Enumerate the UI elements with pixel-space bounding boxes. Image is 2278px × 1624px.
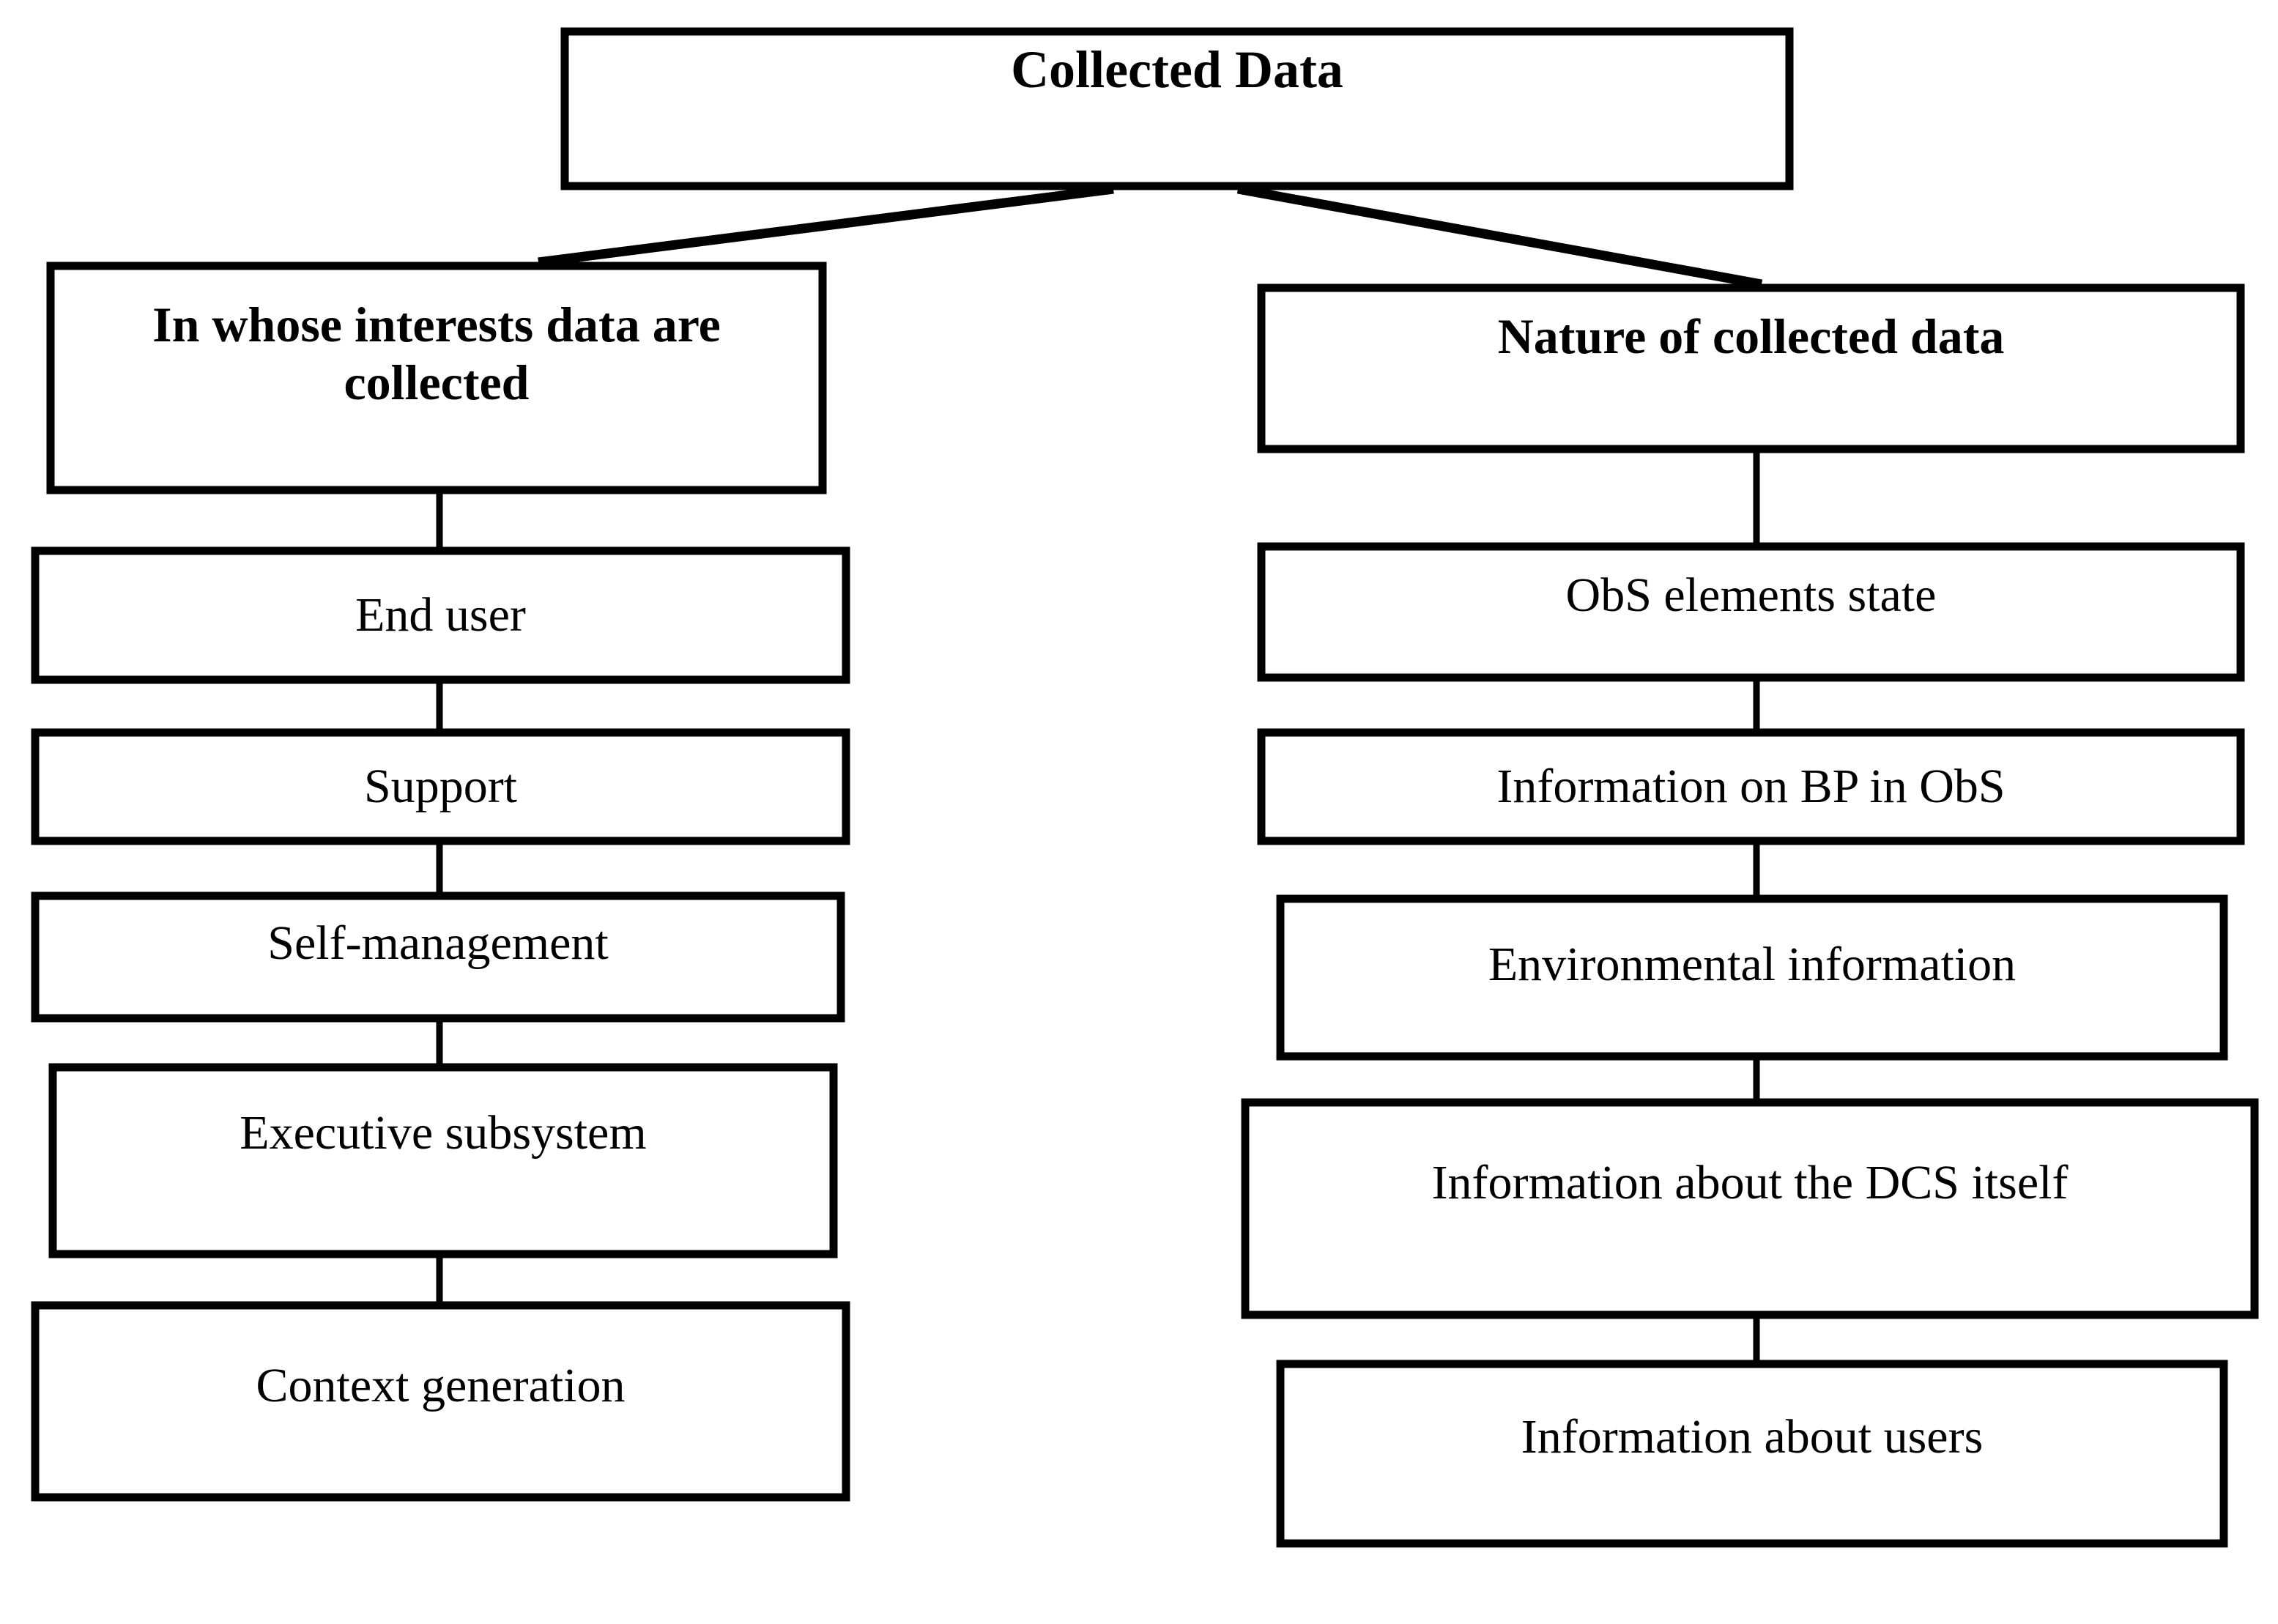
node-box-information-about-users[interactable] <box>1276 1360 2228 1548</box>
connector-root-to-interests <box>538 184 1114 267</box>
node-box-nature-of-collected-data[interactable] <box>1257 283 2245 453</box>
node-box-support[interactable] <box>31 728 850 845</box>
node-box-self-management[interactable] <box>31 891 845 1023</box>
node-box-executive-subsystem[interactable] <box>48 1063 838 1258</box>
connector-root-to-nature <box>1236 184 1763 289</box>
node-box-environmental-information[interactable] <box>1276 894 2228 1061</box>
node-box-context-generation[interactable] <box>31 1301 850 1502</box>
node-box-information-on-bp-in-obs[interactable] <box>1257 728 2245 845</box>
node-box-end-user[interactable] <box>31 546 850 684</box>
node-box-obs-elements-state[interactable] <box>1257 542 2245 682</box>
node-box-information-about-the-dcs-itself[interactable] <box>1241 1098 2259 1319</box>
node-box-in-whose-interests-data-are-collected[interactable] <box>46 262 827 494</box>
node-box-collected-data[interactable] <box>560 27 1794 190</box>
